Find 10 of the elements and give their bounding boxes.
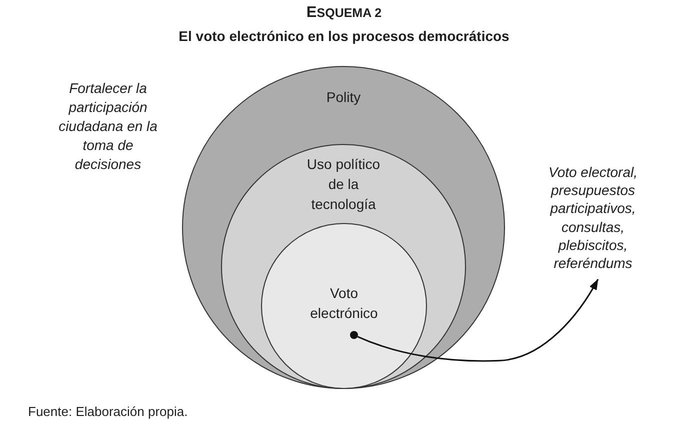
side-note: Fortalecer la participación ciudadana en la toma de decisiones <box>58 79 158 174</box>
curved-arrow <box>357 278 599 362</box>
source-caption: Fuente: Elaboración propia. <box>28 404 188 420</box>
circle-label: Polity <box>325 88 362 107</box>
circle-label: Uso político de la tecnología <box>306 155 382 214</box>
circle-label: Voto electrónico <box>309 284 379 323</box>
annotation-text: Voto electoral, presupuestos participativos, consultas, plebiscitos, referéndums <box>541 163 645 272</box>
diagram-title: El voto electrónico en los procesos democráticos <box>178 28 510 45</box>
dot-icon <box>350 331 358 339</box>
figure-number: ESQUEMA 2 <box>306 5 382 21</box>
